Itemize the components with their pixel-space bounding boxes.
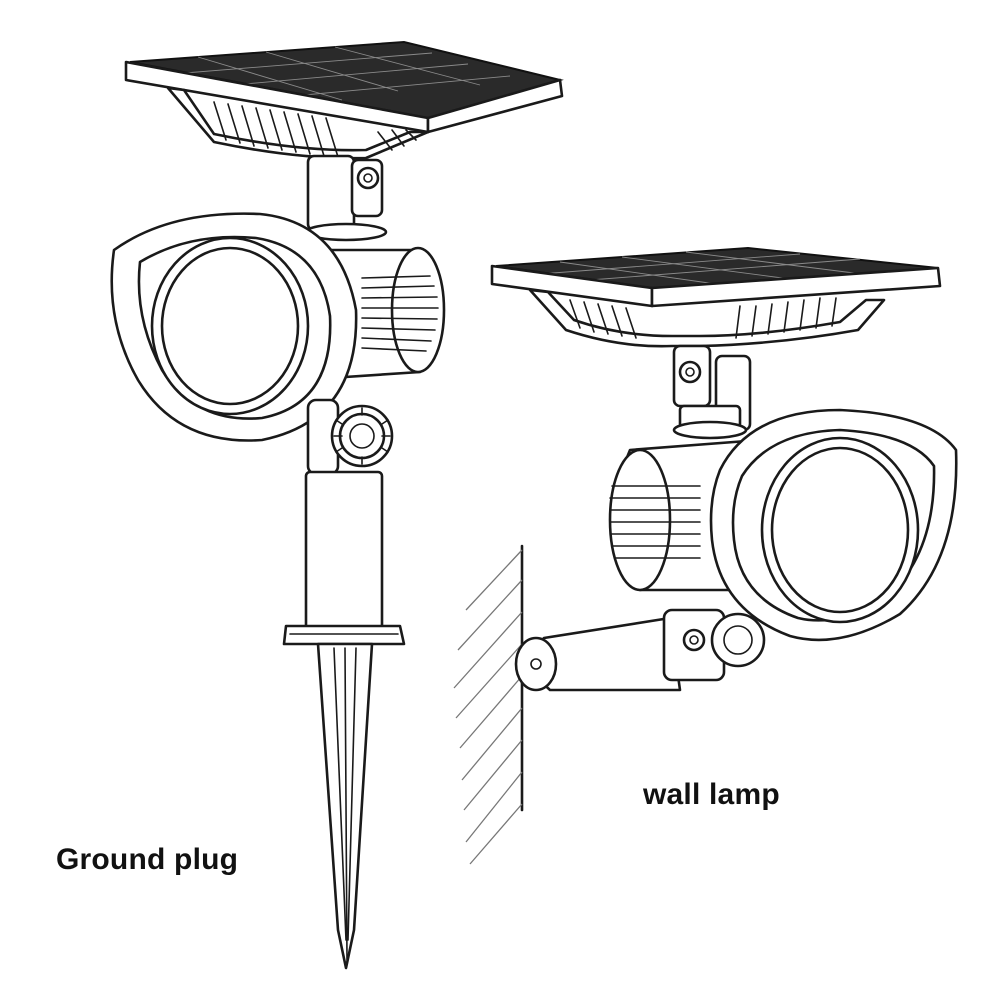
knob-joint-left	[306, 398, 394, 476]
lamp-head-left	[110, 212, 446, 442]
panel-fins-right	[569, 297, 837, 339]
ground-plug-label: Ground plug	[56, 843, 239, 876]
ground-plug-lamp	[110, 40, 564, 970]
hinge-right	[672, 344, 752, 440]
panel-fins-left	[213, 101, 417, 158]
wall-lamp	[453, 246, 958, 865]
wall-hatching	[453, 544, 524, 865]
body-fins-right	[609, 485, 701, 559]
ground-spike	[316, 642, 374, 970]
lamp-head-right	[709, 408, 958, 642]
solar-panel-right	[490, 246, 942, 348]
stake-post	[282, 470, 406, 646]
solar-panel-left	[124, 40, 564, 160]
hinge-left	[304, 154, 388, 242]
wall-lamp-label: wall lamp	[643, 778, 780, 811]
wall-mount-arm	[514, 608, 766, 692]
body-fins-left	[361, 275, 439, 352]
